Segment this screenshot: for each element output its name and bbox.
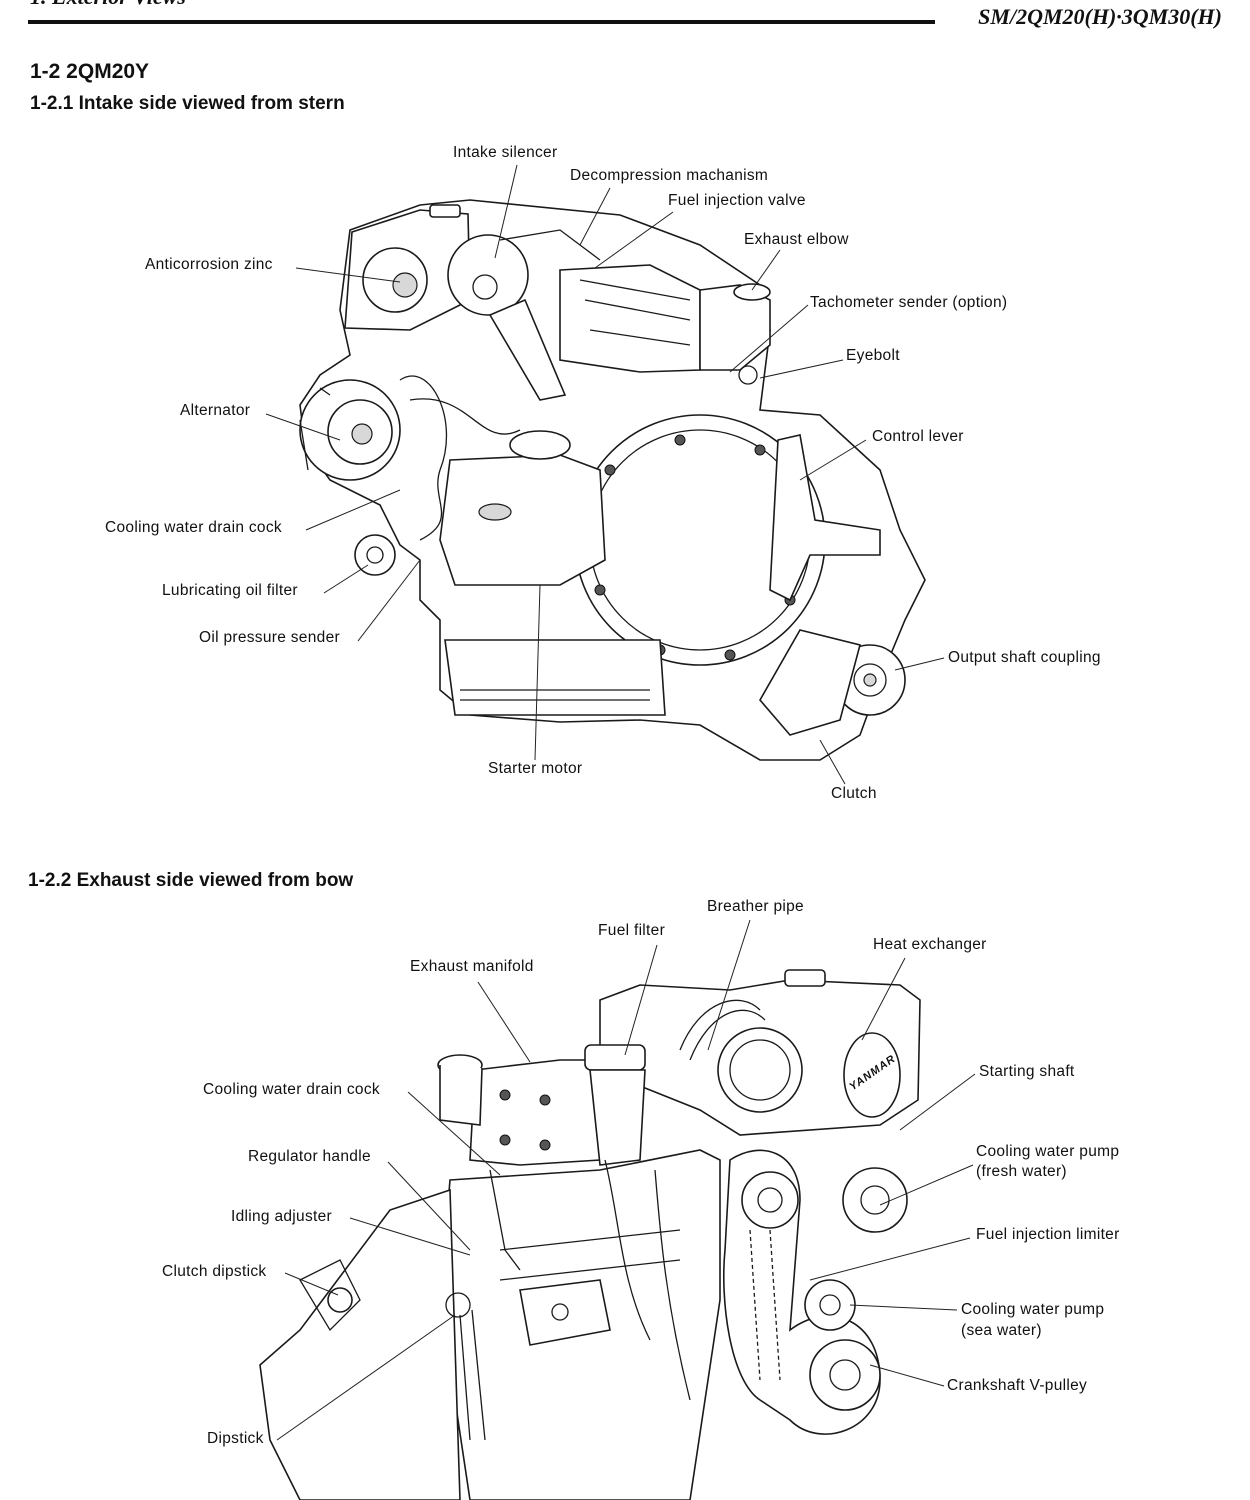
section-header-left: 1. Exterior Views — [30, 0, 186, 10]
figure2-leader-lines — [276, 919, 976, 1441]
engine-drawing-exhaust-side — [259, 969, 921, 1500]
figure1-title: 1-2.1 Intake side viewed from stern — [30, 93, 345, 114]
label-cooling-water-pump-sea-sub: (sea water) — [961, 1322, 1042, 1339]
label-cooling-water-pump-fresh-sub: (fresh water) — [976, 1163, 1067, 1180]
label-exhaust-elbow: Exhaust elbow — [744, 231, 849, 248]
label-decompression: Decompression machanism — [570, 167, 769, 184]
label-anticorrosion-zinc: Anticorrosion zinc — [145, 256, 273, 273]
figure2-title: 1-2.2 Exhaust side viewed from bow — [28, 870, 354, 891]
label-clutch: Clutch — [831, 785, 877, 802]
label-clutch-dipstick: Clutch dipstick — [162, 1263, 267, 1280]
label-lubricating-oil-filter: Lubricating oil filter — [162, 582, 298, 599]
engine-drawing-intake-side — [299, 199, 926, 761]
label-starter-motor: Starter motor — [488, 760, 583, 777]
section-title: 1-2 2QM20Y — [30, 60, 150, 83]
label-fuel-filter: Fuel filter — [598, 922, 666, 939]
label-alternator: Alternator — [180, 402, 251, 419]
label-tachometer-sender: Tachometer sender (option) — [810, 294, 1008, 311]
label-cooling-water-drain-cock-2: Cooling water drain cock — [203, 1081, 380, 1098]
label-starting-shaft: Starting shaft — [979, 1063, 1075, 1080]
label-cooling-water-pump-sea: Cooling water pump — [961, 1301, 1105, 1318]
label-intake-silencer: Intake silencer — [453, 144, 558, 161]
figure1-leader-lines — [265, 164, 945, 785]
label-cooling-water-drain-cock-1: Cooling water drain cock — [105, 519, 282, 536]
header-rule — [28, 20, 935, 24]
label-exhaust-manifold: Exhaust manifold — [410, 958, 534, 975]
label-heat-exchanger: Heat exchanger — [873, 936, 987, 953]
label-crankshaft-pulley: Crankshaft V-pulley — [947, 1377, 1088, 1394]
label-oil-pressure-sender: Oil pressure sender — [199, 629, 340, 646]
label-control-lever: Control lever — [872, 428, 964, 445]
label-dipstick: Dipstick — [207, 1430, 264, 1447]
label-regulator-handle: Regulator handle — [248, 1148, 371, 1165]
label-idling-adjuster: Idling adjuster — [231, 1208, 333, 1225]
label-output-shaft-coupling: Output shaft coupling — [948, 649, 1101, 666]
label-cooling-water-pump-fresh: Cooling water pump — [976, 1143, 1120, 1160]
label-fuel-injection-limiter: Fuel injection limiter — [976, 1226, 1120, 1243]
label-eyebolt: Eyebolt — [846, 347, 900, 364]
label-fuel-injection-valve: Fuel injection valve — [668, 192, 806, 209]
label-breather-pipe: Breather pipe — [707, 898, 804, 915]
manual-code: SM/2QM20(H)·3QM30(H) — [978, 4, 1222, 29]
